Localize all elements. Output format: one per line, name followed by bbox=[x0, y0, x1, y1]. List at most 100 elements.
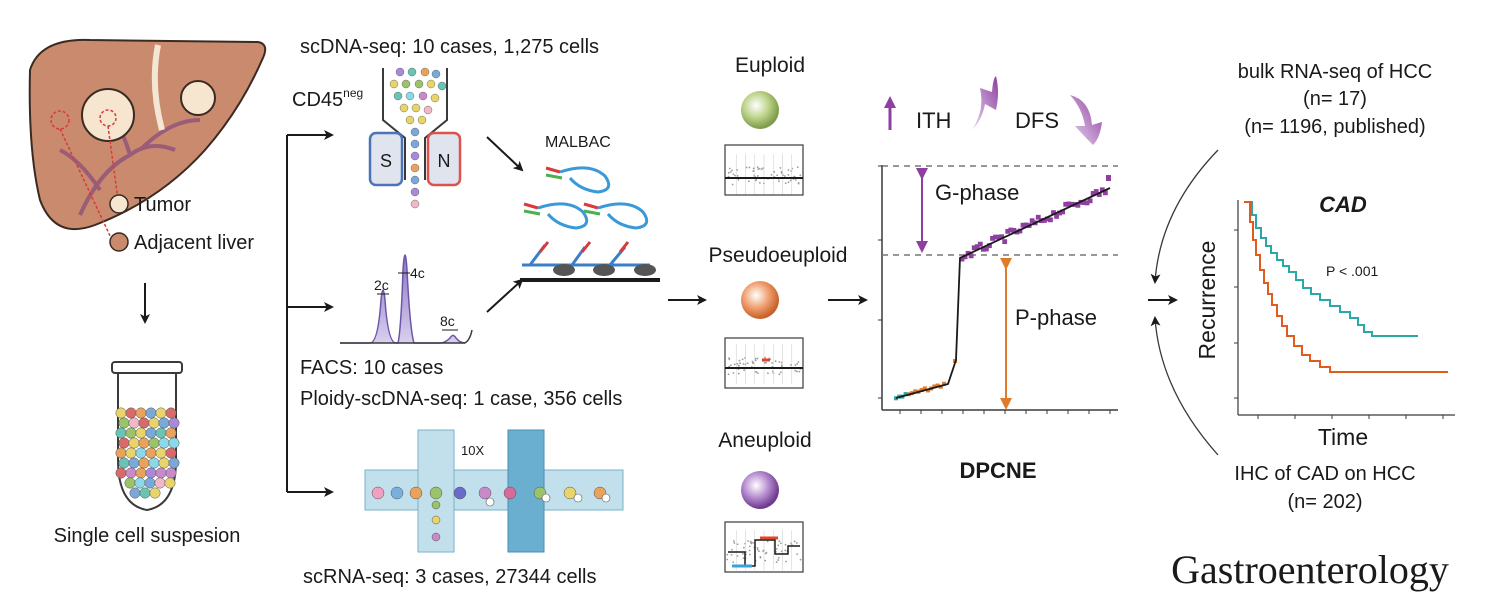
cnv-dot bbox=[737, 364, 740, 367]
cell-ball bbox=[420, 67, 430, 77]
chip-label: 10X bbox=[461, 443, 484, 458]
aneuploid-dot bbox=[959, 256, 965, 262]
cnv-dot bbox=[756, 166, 759, 169]
malbac-loop bbox=[559, 166, 611, 194]
euploid-label: Euploid bbox=[735, 54, 805, 77]
cnv-dot bbox=[727, 171, 730, 174]
cell-ball bbox=[168, 417, 180, 429]
cnv-dot bbox=[743, 546, 745, 549]
ith-label: ITH bbox=[916, 108, 951, 133]
cnv-dot bbox=[742, 553, 744, 555]
cell-ball bbox=[431, 500, 441, 510]
cnv-dot bbox=[775, 547, 778, 550]
km-plot bbox=[1234, 200, 1455, 419]
cnv-dot bbox=[778, 540, 781, 543]
cnv-dot bbox=[757, 168, 760, 171]
cnv-dot bbox=[738, 359, 741, 362]
10x-chip-icon bbox=[364, 429, 624, 553]
aneuploid-dot bbox=[1035, 214, 1041, 220]
aneuploid-dot bbox=[1090, 191, 1096, 196]
cnv-dot bbox=[789, 179, 792, 182]
cell-ball bbox=[407, 67, 417, 77]
cell-ball bbox=[431, 515, 441, 525]
cell-ball bbox=[145, 427, 157, 439]
cnv-dot bbox=[727, 373, 730, 376]
cnv-dot bbox=[794, 364, 797, 366]
aneuploid-dot bbox=[990, 236, 995, 241]
cnv-dot bbox=[756, 548, 759, 551]
cnv-dot bbox=[777, 559, 780, 561]
cnv-dot bbox=[766, 540, 769, 543]
cell-ball bbox=[144, 477, 156, 489]
cnv-dot bbox=[748, 166, 751, 169]
arrow-sorter-to-malbac bbox=[486, 136, 524, 172]
malbac-loop bbox=[537, 202, 589, 230]
cnv-dot bbox=[756, 546, 759, 549]
cnv-dot bbox=[785, 560, 788, 563]
cnv-dot bbox=[796, 362, 799, 365]
cell-ball bbox=[125, 447, 137, 459]
cell-ball bbox=[405, 115, 415, 125]
droplet bbox=[429, 486, 443, 500]
aneuploid-dot bbox=[971, 245, 977, 251]
dpcne-header bbox=[884, 76, 1102, 145]
aneuploid-dot bbox=[1075, 202, 1081, 208]
cnv-dot bbox=[733, 542, 736, 544]
branch-arrows bbox=[286, 130, 334, 497]
cell-ball bbox=[410, 199, 420, 209]
cnv-dot bbox=[728, 358, 731, 361]
cnv-dot bbox=[736, 174, 739, 177]
cnv-dot bbox=[726, 558, 729, 561]
cell-ball bbox=[410, 139, 420, 149]
pseudoeuploid-dot bbox=[922, 386, 927, 391]
cnv-dot bbox=[748, 549, 751, 552]
bulk-line3: (n= 1196, published) bbox=[1244, 116, 1425, 138]
km-ylabel: Recurrence bbox=[1194, 241, 1220, 360]
cnv-dot bbox=[731, 548, 733, 551]
primer-red bbox=[523, 202, 539, 210]
pseudoeuploid-dot bbox=[935, 383, 940, 388]
cnv-dot bbox=[758, 167, 761, 170]
primer-red bbox=[583, 202, 599, 210]
cnv-dot bbox=[796, 553, 799, 556]
cell-ball bbox=[411, 103, 421, 113]
cell-ball bbox=[414, 79, 424, 89]
cell-ball bbox=[138, 437, 150, 449]
tumor-label: Tumor bbox=[134, 194, 191, 216]
cnv-dot bbox=[734, 174, 736, 177]
cnv-dot bbox=[752, 362, 754, 365]
cell-ball bbox=[138, 417, 150, 429]
cnv-dot bbox=[730, 553, 733, 556]
bulk-line2: (n= 17) bbox=[1303, 88, 1367, 110]
aneuploid-dot bbox=[1041, 218, 1047, 223]
cell-ball bbox=[165, 407, 177, 419]
cnv-dot bbox=[746, 362, 749, 365]
cell-ball bbox=[148, 417, 160, 429]
bead bbox=[541, 493, 551, 503]
pvalue-label: P < .001 bbox=[1326, 263, 1379, 279]
droplet bbox=[371, 486, 385, 500]
cell-ball bbox=[430, 93, 440, 103]
aneuploid-dot bbox=[1020, 222, 1026, 228]
cnv-dot bbox=[762, 167, 765, 170]
cell-ball bbox=[426, 79, 436, 89]
cell-ball bbox=[437, 81, 447, 91]
malbac-loop bbox=[597, 202, 649, 230]
aneuploid-dot bbox=[1054, 213, 1059, 219]
aneuploid-label: Aneuploid bbox=[718, 429, 811, 452]
pseudoeuploid-dot bbox=[932, 384, 937, 389]
cnv-dot bbox=[752, 167, 755, 170]
aneuploid-ball bbox=[741, 471, 779, 509]
cell-ball bbox=[410, 187, 420, 197]
cnv-dot bbox=[794, 179, 797, 181]
cnv-dot bbox=[777, 556, 780, 559]
aneuploid-dot bbox=[1002, 239, 1008, 245]
cell-ball bbox=[155, 407, 167, 419]
cnv-dot bbox=[736, 362, 739, 365]
bead bbox=[573, 493, 583, 503]
cell-ball bbox=[118, 457, 130, 469]
cnv-dot bbox=[778, 361, 781, 363]
cnv-dot bbox=[743, 369, 746, 372]
cnv-dot bbox=[776, 174, 779, 177]
